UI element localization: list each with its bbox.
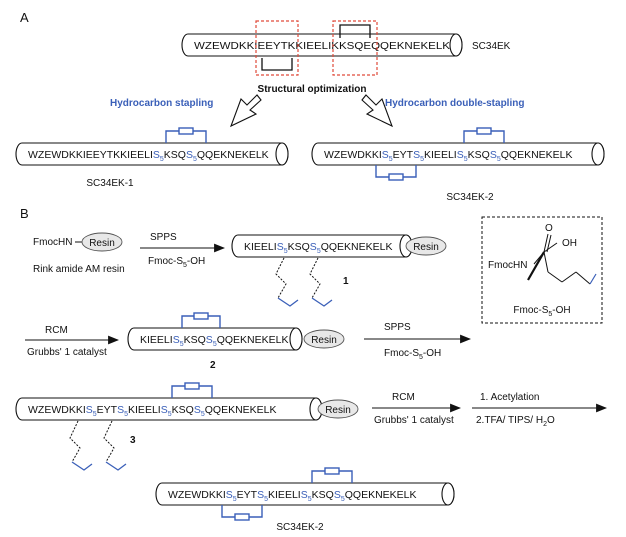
sequence-compound-2: KIEELIS5KSQS5QQEKNEKELK [140, 334, 289, 348]
structural-optimization-label: Structural optimization [258, 84, 367, 95]
svg-text:Resin: Resin [413, 242, 439, 253]
staple-bridge [171, 382, 213, 398]
staple-bridge [165, 127, 207, 143]
staple-bridge-bottom [221, 505, 263, 521]
highlight-box-right [332, 20, 378, 76]
fmoc-s5-oh-structure: FmocHN O OH Fmoc-S5-OH [481, 216, 603, 324]
spps-label-2: SPPS [384, 322, 411, 333]
staple-bridge-top [463, 127, 505, 143]
staple-bridge-bottom [375, 165, 417, 181]
highlight-box-left [255, 20, 299, 76]
sequence-sc34ek-1: WZEWDKKIEEYTKKIEELIS5KSQS5QQEKNEKELK [28, 149, 269, 163]
label-sc34ek-1: SC34EK-1 [86, 178, 134, 189]
fmochn-reagent: FmocHN [33, 237, 72, 248]
staple-bridge [181, 312, 221, 328]
sequence-sc34ek: WZEWDKKIEEYTKKIEELIKKSQEQQEKNEKELK [194, 40, 450, 52]
compound-1: KIEELIS5KSQS5QQEKNEKELK Resin [231, 234, 447, 307]
fmoc-s5-reagent-1: Fmoc-S5-OH [148, 256, 205, 269]
bracket-right [339, 24, 371, 38]
hollow-arrow-right [361, 94, 393, 128]
cleavage-step: 2.TFA/ TIPS/ H2O [476, 415, 555, 428]
svg-text:FmocHN: FmocHN [488, 260, 527, 271]
staple-bridge-top [311, 467, 353, 483]
svg-text:Resin: Resin [325, 405, 351, 416]
rcm-label-2: RCM [392, 392, 415, 403]
olefin-side-chains [275, 257, 333, 307]
fmoc-s5-reagent-2: Fmoc-S5-OH [384, 348, 441, 361]
svg-text:Resin: Resin [311, 335, 337, 346]
resin-bead-2 [303, 329, 345, 349]
peptide-sc34ek-2: WZEWDKKIS5EYTS5KIEELIS5KSQS5QQEKNEKELK [311, 127, 605, 181]
svg-text:Fmoc-S5-OH: Fmoc-S5-OH [513, 305, 570, 318]
sequence-sc34ek-2: WZEWDKKIS5EYTS5KIEELIS5KSQS5QQEKNEKELK [324, 149, 573, 163]
olefin-side-chains [69, 420, 127, 471]
heading-hydrocarbon-stapling: Hydrocarbon stapling [110, 98, 213, 109]
compound-label-2: 2 [210, 360, 216, 371]
svg-text:O: O [545, 223, 553, 234]
final-peptide-sc34ek-2: WZEWDKKIS5EYTS5KIEELIS5KSQS5QQEKNEKELK [155, 467, 455, 521]
compound-2: KIEELIS5KSQS5QQEKNEKELK Resin [127, 312, 345, 351]
rcm-label-1: RCM [45, 325, 68, 336]
sequence-final: WZEWDKKIS5EYTS5KIEELIS5KSQS5QQEKNEKELK [168, 489, 417, 503]
bracket-left [261, 58, 293, 71]
label-sc34ek-2: SC34EK-2 [446, 192, 494, 203]
sequence-compound-1: KIEELIS5KSQS5QQEKNEKELK [244, 241, 393, 255]
svg-text:OH: OH [562, 238, 577, 249]
resin-bead-3 [317, 399, 359, 419]
heading-double-stapling: Hydrocarbon double-stapling [385, 98, 524, 109]
panel-label-b: B [20, 206, 29, 221]
compound-3: WZEWDKKIS5EYTS5KIEELIS5KSQS5QQEKNEKELK R… [15, 382, 359, 471]
hollow-arrow-left [230, 94, 262, 128]
peptide-sc34ek: WZEWDKKIEEYTKKIEELIKKSQEQQEKNEKELK [181, 33, 463, 57]
peptide-sc34ek-1: WZEWDKKIEEYTKKIEELIS5KSQS5QQEKNEKELK [15, 127, 289, 166]
grubbs-catalyst-1: Grubbs' 1 catalyst [27, 347, 107, 358]
compound-label-3: 3 [130, 435, 136, 446]
acetylation-step: 1. Acetylation [480, 392, 539, 403]
label-final-sc34ek-2: SC34EK-2 [276, 522, 324, 533]
rink-amide-resin-label: Rink amide AM resin [33, 264, 125, 275]
resin-bead-1 [405, 236, 447, 256]
spps-label-1: SPPS [150, 232, 177, 243]
sequence-compound-3: WZEWDKKIS5EYTS5KIEELIS5KSQS5QQEKNEKELK [28, 404, 277, 418]
svg-text:Resin: Resin [89, 238, 115, 249]
resin-bead-start: Resin [81, 232, 123, 252]
panel-label-a: A [20, 10, 29, 25]
grubbs-catalyst-2: Grubbs' 1 catalyst [374, 415, 454, 426]
label-sc34ek: SC34EK [472, 41, 511, 52]
compound-label-1: 1 [343, 276, 349, 287]
